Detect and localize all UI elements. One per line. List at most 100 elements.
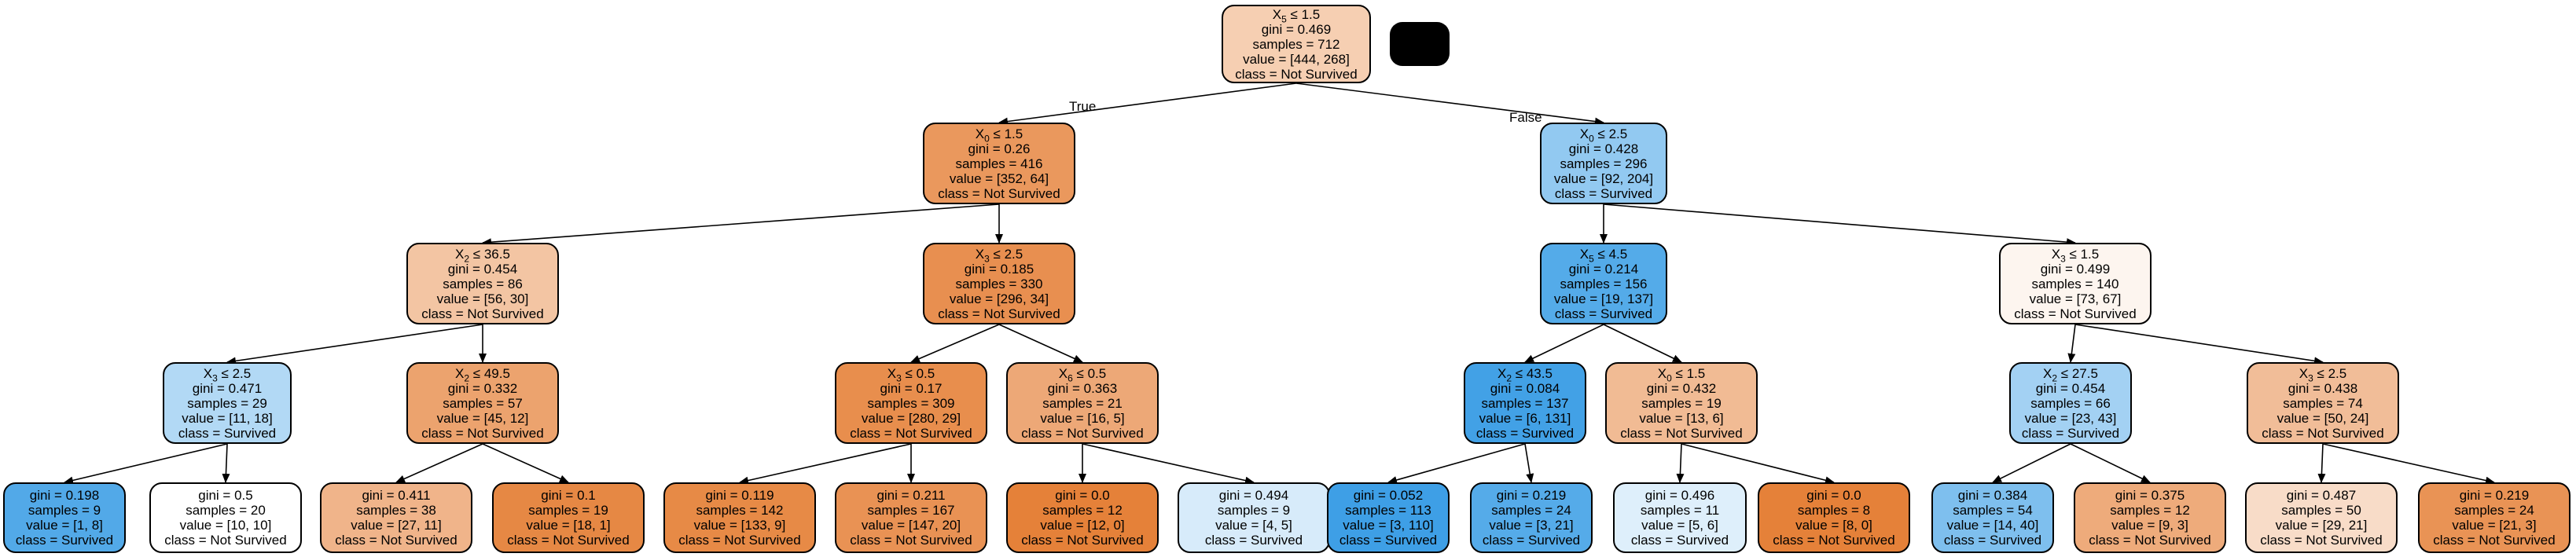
node-value: value = [147, 20] bbox=[861, 518, 961, 533]
node-value: value = [444, 268] bbox=[1243, 51, 1350, 67]
node-samples: samples = 12 bbox=[2110, 503, 2190, 518]
node-threshold: ≤ 27.5 bbox=[2057, 365, 2098, 381]
node-samples: samples = 19 bbox=[528, 503, 608, 518]
node-threshold: ≤ 49.5 bbox=[469, 365, 510, 381]
node-value: value = [3, 110] bbox=[1343, 518, 1434, 533]
node-condition: X5 ≤ 1.5 bbox=[1273, 7, 1320, 24]
node-samples: samples = 330 bbox=[955, 276, 1043, 291]
node-samples: samples = 24 bbox=[2454, 503, 2534, 518]
tree-edge bbox=[482, 443, 569, 483]
node-value: value = [9, 3] bbox=[2111, 518, 2188, 533]
node-condition: X3 ≤ 2.5 bbox=[204, 366, 251, 383]
node-gini: gini = 0.052 bbox=[1353, 488, 1424, 503]
node-samples: samples = 156 bbox=[1560, 276, 1648, 291]
node-feature-index: 2 bbox=[1506, 372, 1512, 383]
node-samples: samples = 24 bbox=[1491, 503, 1571, 518]
node-class: class = Survived bbox=[1339, 533, 1438, 548]
node-class: class = Survived bbox=[1475, 425, 1575, 441]
node-samples: samples = 8 bbox=[1797, 503, 1871, 518]
node-feature-index: 3 bbox=[984, 252, 990, 264]
node-samples: samples = 50 bbox=[2281, 503, 2361, 518]
node-class: class = Not Survived bbox=[2260, 533, 2383, 548]
node-feature-index: 2 bbox=[464, 372, 470, 383]
node-condition: X0 ≤ 1.5 bbox=[1658, 366, 1705, 383]
node-gini: gini = 0.428 bbox=[1568, 141, 1639, 156]
node-value: value = [1, 8] bbox=[26, 518, 103, 533]
node-class: class = Survived bbox=[2021, 425, 2120, 441]
node-gini: gini = 0.1 bbox=[541, 488, 596, 503]
node-value: value = [14, 40] bbox=[1946, 518, 2039, 533]
node-samples: samples = 38 bbox=[356, 503, 436, 518]
tree-edge bbox=[2322, 443, 2495, 485]
tree-edge bbox=[1603, 324, 1682, 363]
node-condition: X3 ≤ 0.5 bbox=[887, 365, 935, 383]
node-feature-index: 5 bbox=[1589, 252, 1594, 264]
node-class: class = Survived bbox=[1630, 533, 1729, 548]
node-condition: X2 ≤ 43.5 bbox=[1497, 366, 1553, 383]
tree-edge bbox=[998, 324, 1083, 363]
node-value: value = [133, 9] bbox=[693, 518, 786, 533]
node-gini: gini = 0.0 bbox=[1806, 488, 1861, 503]
node-feature-index: 2 bbox=[464, 252, 470, 264]
node-feature-index: 3 bbox=[212, 372, 218, 383]
node-gini: gini = 0.219 bbox=[1496, 488, 1567, 503]
tree-edge bbox=[222, 443, 230, 483]
node-feature: X bbox=[887, 365, 897, 381]
tree-edge bbox=[1992, 443, 2071, 483]
node-gini: gini = 0.494 bbox=[1218, 488, 1289, 503]
node-class: class = Survived bbox=[15, 533, 114, 548]
node-value: value = [45, 12] bbox=[436, 410, 529, 426]
tree-edge bbox=[1681, 443, 1835, 485]
node-threshold: ≤ 2.5 bbox=[1593, 126, 1628, 141]
node-class: class = Not Survived bbox=[507, 533, 630, 548]
node-value: value = [13, 6] bbox=[1639, 410, 1724, 426]
node-samples: samples = 167 bbox=[867, 503, 955, 518]
node-feature: X bbox=[975, 126, 985, 141]
node-gini: gini = 0.469 bbox=[1261, 21, 1332, 37]
node-value: value = [10, 10] bbox=[179, 518, 272, 533]
node-samples: samples = 137 bbox=[1481, 395, 1569, 411]
tree-edge bbox=[2070, 443, 2151, 483]
node-gini: gini = 0.17 bbox=[880, 380, 943, 396]
node-value: value = [23, 43] bbox=[2024, 410, 2117, 426]
node-condition: X2 ≤ 49.5 bbox=[455, 365, 510, 383]
node-samples: samples = 74 bbox=[2283, 395, 2363, 411]
node-value: value = [11, 18] bbox=[182, 410, 273, 426]
node-gini: gini = 0.454 bbox=[447, 261, 518, 277]
node-class: class = Not Survived bbox=[1021, 425, 1144, 441]
node-gini: gini = 0.375 bbox=[2115, 488, 2185, 503]
node-class: class = Not Survived bbox=[1620, 425, 1743, 441]
node-samples: samples = 140 bbox=[2031, 276, 2119, 291]
node-condition: X6 ≤ 0.5 bbox=[1059, 366, 1106, 383]
node-feature: X bbox=[2299, 365, 2309, 381]
node-feature-index: 3 bbox=[2060, 252, 2066, 264]
node-condition: X2 ≤ 36.5 bbox=[455, 247, 510, 264]
node-class: class = Survived bbox=[1554, 306, 1653, 321]
node-samples: samples = 20 bbox=[186, 503, 266, 518]
redaction-block bbox=[1390, 22, 1450, 66]
node-class: class = Survived bbox=[178, 425, 277, 441]
tree-edge bbox=[1676, 443, 1685, 483]
node-feature: X bbox=[2043, 365, 2052, 381]
node-feature: X bbox=[975, 246, 985, 262]
